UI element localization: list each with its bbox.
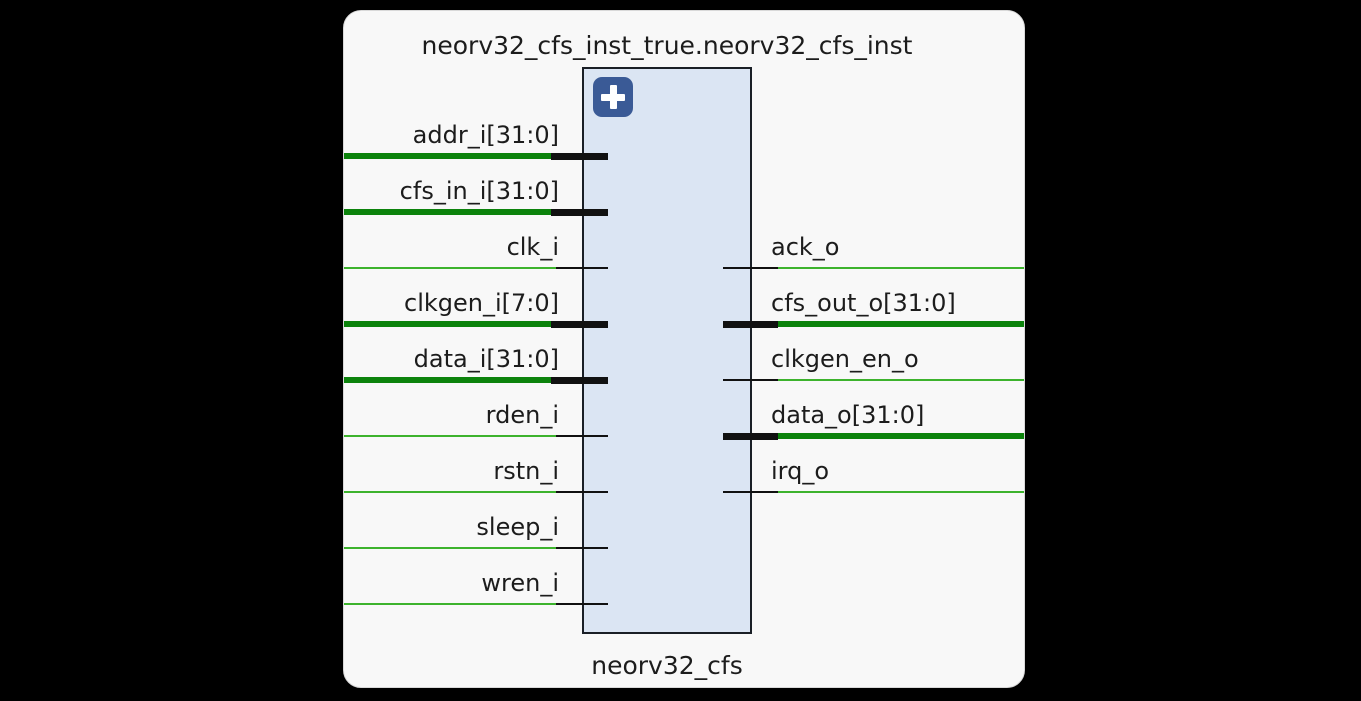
instance-path-title: neorv32_cfs_inst_true.neorv32_cfs_inst <box>421 31 913 60</box>
expand-plus-button[interactable] <box>593 77 633 117</box>
port-label-clkgen_en_o[interactable]: clkgen_en_o <box>771 345 919 373</box>
net-irq_o[interactable] <box>778 491 1024 493</box>
port-label-ack_o[interactable]: ack_o <box>771 233 840 261</box>
pin-stub-addr_i_31_0_[interactable] <box>551 152 608 160</box>
net-cfs_in_i_31_0_[interactable] <box>344 209 551 215</box>
pin-stub-clkgen_i_7_0_[interactable] <box>551 320 608 328</box>
pin-stub-data_i_31_0_[interactable] <box>551 376 608 384</box>
net-clk_i[interactable] <box>344 267 556 269</box>
pin-stub-cfs_in_i_31_0_[interactable] <box>551 208 608 216</box>
port-label-cfs_out_o_31_0_[interactable]: cfs_out_o[31:0] <box>771 289 956 317</box>
pin-stub-wren_i[interactable] <box>556 603 608 605</box>
net-data_i_31_0_[interactable] <box>344 377 551 383</box>
port-label-data_i_31_0_[interactable]: data_i[31:0] <box>413 345 559 373</box>
port-label-cfs_in_i_31_0_[interactable]: cfs_in_i[31:0] <box>399 177 559 205</box>
pin-stub-irq_o[interactable] <box>723 491 778 493</box>
port-label-sleep_i[interactable]: sleep_i <box>476 513 559 541</box>
net-clkgen_en_o[interactable] <box>778 379 1024 381</box>
port-label-data_o_31_0_[interactable]: data_o[31:0] <box>771 401 925 429</box>
net-sleep_i[interactable] <box>344 547 556 549</box>
port-label-addr_i_31_0_[interactable]: addr_i[31:0] <box>412 121 559 149</box>
pin-stub-cfs_out_o_31_0_[interactable] <box>723 320 778 328</box>
net-addr_i_31_0_[interactable] <box>344 153 551 159</box>
net-cfs_out_o_31_0_[interactable] <box>778 321 1024 327</box>
port-label-clkgen_i_7_0_[interactable]: clkgen_i[7:0] <box>404 289 559 317</box>
pin-stub-clk_i[interactable] <box>556 267 608 269</box>
port-label-rstn_i[interactable]: rstn_i <box>493 457 559 485</box>
port-label-clk_i[interactable]: clk_i <box>506 233 559 261</box>
net-rstn_i[interactable] <box>344 491 556 493</box>
pin-stub-data_o_31_0_[interactable] <box>723 432 778 440</box>
module-block[interactable] <box>582 67 752 634</box>
pin-stub-clkgen_en_o[interactable] <box>723 379 778 381</box>
net-wren_i[interactable] <box>344 603 556 605</box>
net-clkgen_i_7_0_[interactable] <box>344 321 551 327</box>
port-label-wren_i[interactable]: wren_i <box>481 569 559 597</box>
port-label-irq_o[interactable]: irq_o <box>771 457 830 485</box>
schematic-canvas: neorv32_cfs_inst_true.neorv32_cfs_inst a… <box>343 10 1025 688</box>
net-ack_o[interactable] <box>778 267 1024 269</box>
pin-stub-rstn_i[interactable] <box>556 491 608 493</box>
pin-stub-rden_i[interactable] <box>556 435 608 437</box>
net-data_o_31_0_[interactable] <box>778 433 1024 439</box>
port-label-rden_i[interactable]: rden_i <box>485 401 559 429</box>
net-rden_i[interactable] <box>344 435 556 437</box>
pin-stub-sleep_i[interactable] <box>556 547 608 549</box>
plus-icon <box>609 85 617 109</box>
module-instance-label: neorv32_cfs <box>591 651 743 680</box>
pin-stub-ack_o[interactable] <box>723 267 778 269</box>
